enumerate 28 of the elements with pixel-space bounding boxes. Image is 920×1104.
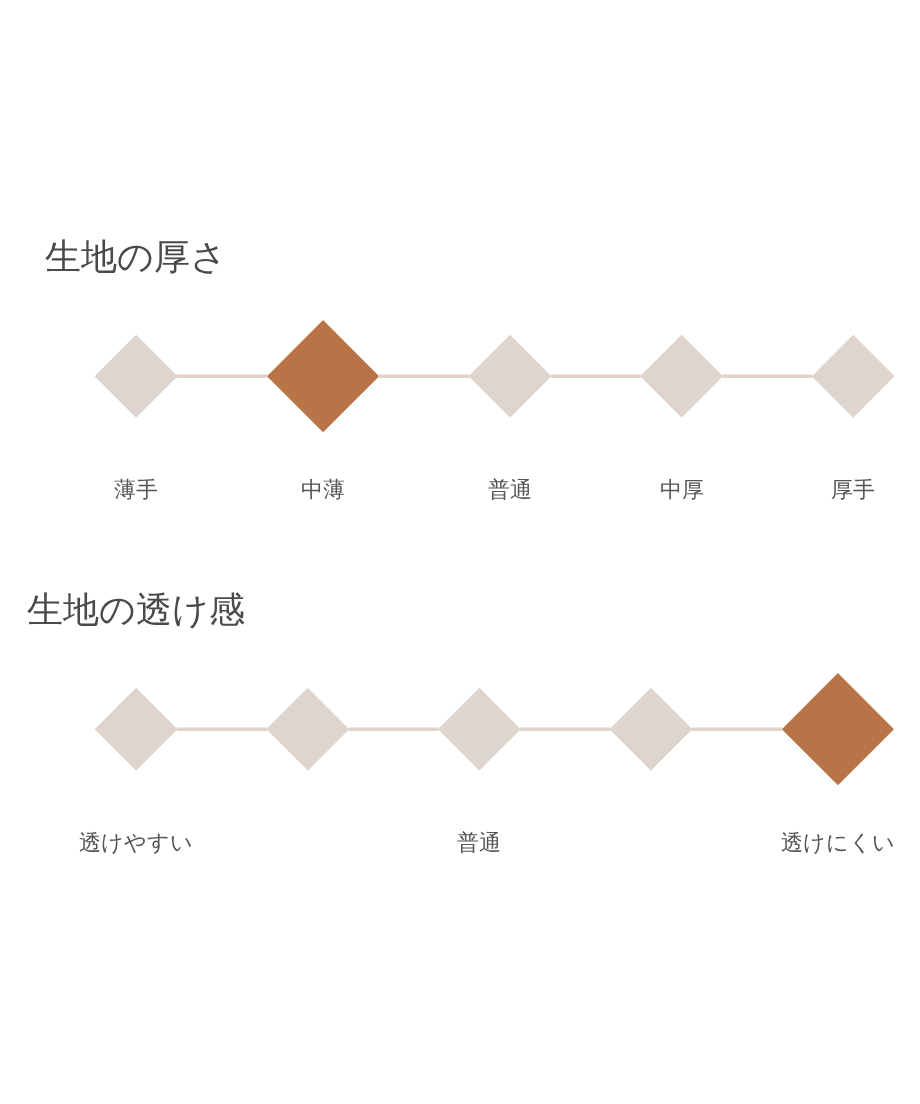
- connector: [691, 727, 782, 731]
- node-diamond: [94, 334, 178, 418]
- node-label: 中薄: [300, 475, 345, 502]
- node-label: 中厚: [659, 475, 704, 502]
- node-diamond: [437, 687, 521, 771]
- connector: [550, 374, 641, 378]
- connector: [176, 727, 267, 731]
- node-label: 普通: [487, 475, 532, 502]
- node-label: 普通: [456, 828, 501, 855]
- connector: [348, 727, 438, 731]
- node-diamond: [94, 687, 178, 771]
- node-label: 透けにくい: [780, 828, 895, 855]
- node-diamond: [811, 334, 895, 418]
- label: 生地の透け感: [26, 588, 245, 632]
- node-diamond: [781, 673, 894, 786]
- connector: [176, 374, 268, 378]
- node-diamond: [609, 687, 692, 771]
- node-diamond: [265, 687, 349, 771]
- node-diamond: [266, 320, 379, 433]
- node-label: 薄手: [113, 475, 158, 502]
- node-diamond: [468, 334, 551, 418]
- node-label: 厚手: [830, 475, 875, 502]
- connector: [519, 727, 610, 731]
- connector: [722, 374, 812, 378]
- node-label: 透けやすい: [78, 828, 193, 855]
- label: 生地の厚さ: [44, 235, 227, 279]
- connector: [377, 374, 469, 378]
- node-diamond: [639, 334, 723, 418]
